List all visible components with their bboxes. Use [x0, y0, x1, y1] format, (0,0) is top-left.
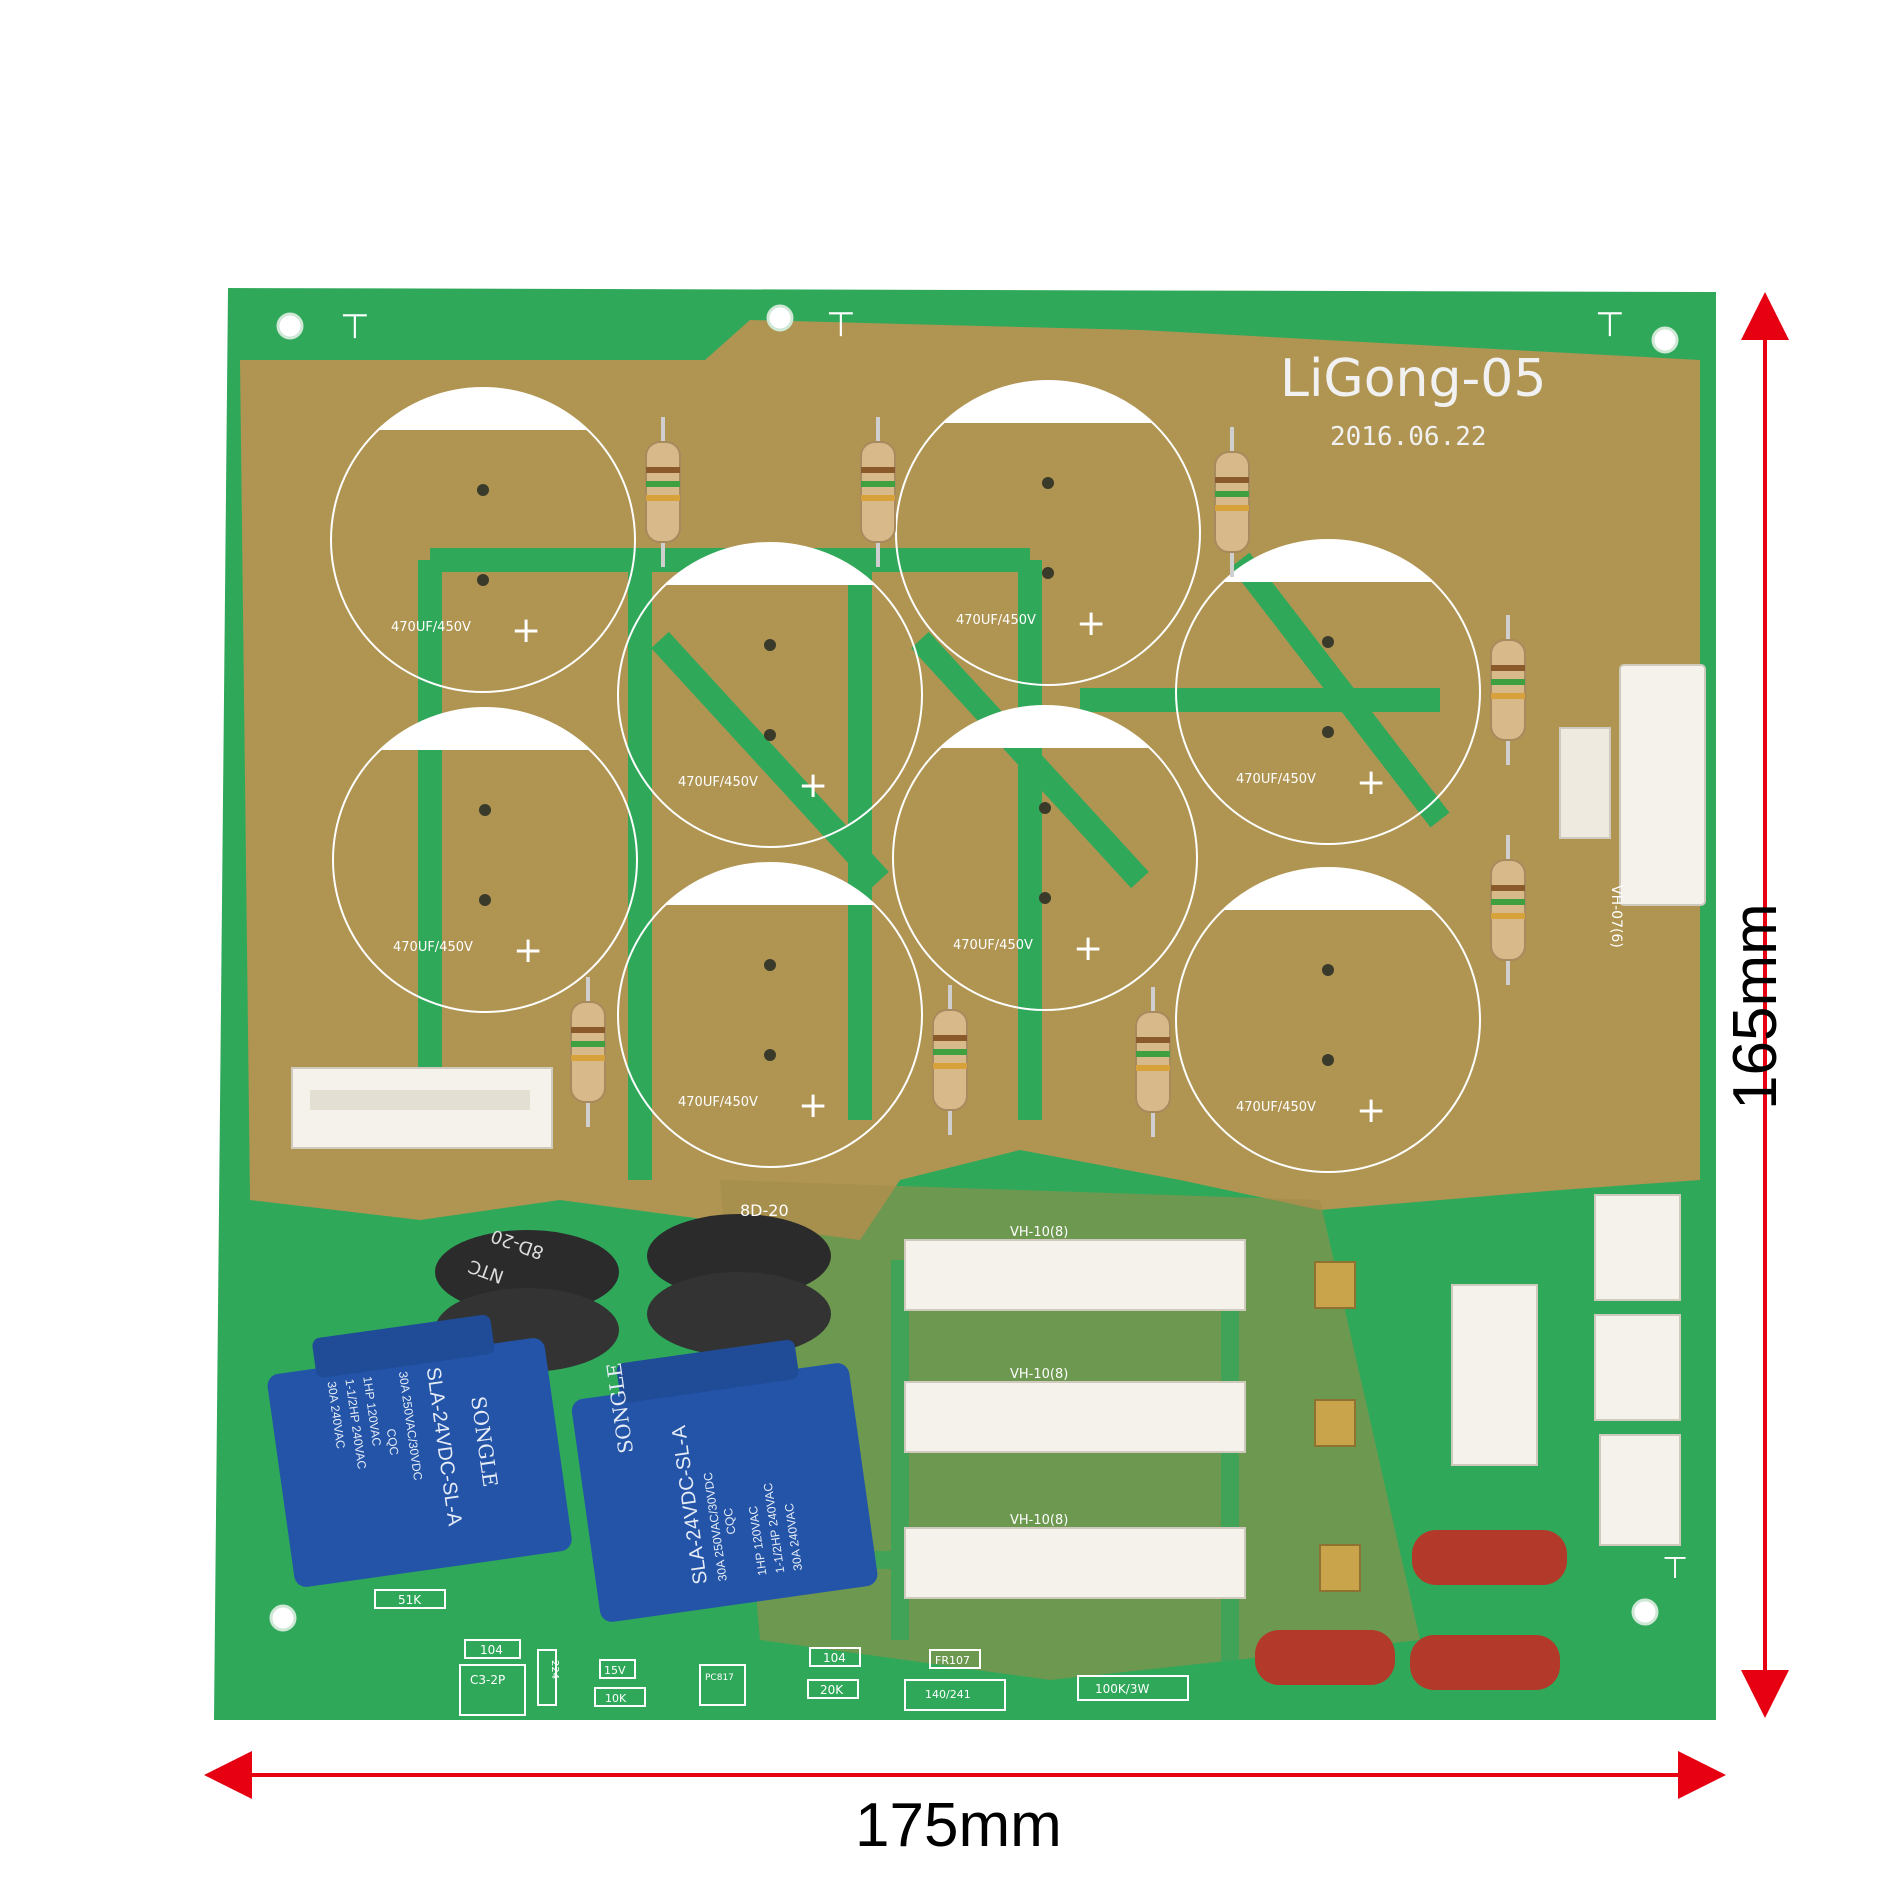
capacitor-footprint: 470UF/450V + [895, 380, 1201, 686]
vh10-label-3: VH-10(8) [1010, 1513, 1068, 1528]
resistor [645, 417, 681, 567]
svg-text:⊤: ⊤ [826, 305, 856, 345]
silk-r51k: 51K [398, 1593, 422, 1607]
capacitor-rating-label: 470UF/450V [1236, 772, 1316, 787]
capacitor-rating-label: 470UF/450V [678, 775, 758, 790]
capacitor-polarity-mark: + [1356, 762, 1386, 803]
relay-left: SONGLE SLA-24VDC-SL-A 30A 250VAC/30VDC 1… [267, 1314, 572, 1587]
vh10-label-2: VH-10(8) [1010, 1367, 1068, 1382]
connector-vh10-group: VH-10(8) VH-10(8) VH-10(8) [904, 1225, 1246, 1599]
silk-104-mid: 104 [823, 1651, 846, 1665]
capacitor-polarity-mark: + [513, 930, 543, 971]
capacitor-footprint: 470UF/450V + [1175, 867, 1481, 1173]
silk-c3-2p: C3-2P [470, 1673, 505, 1687]
connector-vh07-label: VH-07(6) [1608, 885, 1624, 948]
capacitor-footprint: 470UF/450V + [617, 862, 923, 1168]
connector-small-right [1451, 1194, 1681, 1546]
capacitor-rating-label: 470UF/450V [391, 620, 471, 635]
capacitor-footprints: 470UF/450V +470UF/450V +470UF/450V +470UF/4… [330, 380, 1481, 1173]
svg-text:⊤: ⊤ [340, 307, 370, 347]
svg-text:⊤: ⊤ [1662, 1551, 1688, 1586]
film-capacitors [1255, 1530, 1567, 1690]
resistor [1490, 835, 1526, 985]
capacitor-footprint: 470UF/450V + [332, 707, 638, 1013]
silk-15v: 15V [604, 1664, 626, 1677]
silk-20k: 20K [820, 1683, 844, 1697]
vh10-label-1: VH-10(8) [1010, 1225, 1068, 1240]
capacitor-polarity-mark: + [1073, 928, 1103, 969]
capacitor-polarity-mark: + [1076, 603, 1106, 644]
silk-140-241: 140/241 [925, 1688, 971, 1701]
silk-fr107: FR107 [935, 1654, 970, 1667]
capacitor-rating-label: 470UF/450V [393, 940, 473, 955]
spade-terminals [1314, 1261, 1361, 1592]
capacitor-footprint: 470UF/450V + [892, 705, 1198, 1011]
connector-left [291, 1067, 553, 1149]
relay-left-cert: CQC [384, 1428, 402, 1457]
ntc-silkscreen: 8D-20 [740, 1201, 789, 1220]
silkscreen-small-parts: 51K 104 C3-2P 224 15V 10K PC817 104 20K … [374, 1589, 1189, 1716]
capacitor-polarity-mark: + [1356, 1090, 1386, 1131]
resistor [1490, 615, 1526, 765]
relay-right-cert: CQC [721, 1507, 739, 1536]
relay-right: SONGLE SLA-24VDC-SL-A 30A 250VAC/30VDC 1… [571, 1339, 878, 1622]
silk-100k-3w: 100K/3W [1095, 1682, 1149, 1696]
board-model-label: LiGong-05 [1280, 349, 1546, 409]
capacitor-polarity-mark: + [511, 610, 541, 651]
capacitor-rating-label: 470UF/450V [956, 613, 1036, 628]
capacitor-polarity-mark: + [798, 765, 828, 806]
silk-10k: 10K [605, 1692, 627, 1705]
svg-text:⊤: ⊤ [1595, 305, 1625, 345]
resistor [1135, 987, 1171, 1137]
silk-104-left: 104 [480, 1643, 503, 1657]
resistor-group [570, 417, 1526, 1137]
capacitor-rating-label: 470UF/450V [1236, 1100, 1316, 1115]
resistor [1214, 427, 1250, 577]
capacitor-footprint: 470UF/450V + [330, 387, 636, 693]
board-date-label: 2016.06.22 [1330, 422, 1487, 452]
capacitor-footprint: 470UF/450V + [1175, 539, 1481, 845]
silk-pc817: PC817 [705, 1673, 734, 1683]
capacitor-polarity-mark: + [798, 1085, 828, 1126]
silk-224: 224 [549, 1660, 560, 1679]
resistor [570, 977, 606, 1127]
ntc-thermistors: NTC 8D-20 8D-20 [435, 1201, 831, 1372]
resistor [860, 417, 896, 567]
capacitor-footprint: 470UF/450V + [617, 542, 923, 848]
resistor [932, 985, 968, 1135]
capacitor-rating-label: 470UF/450V [953, 938, 1033, 953]
connector-vh07: VH-07(6) [1559, 664, 1706, 948]
dimension-height-label: 165mm [1721, 903, 1790, 1110]
capacitor-rating-label: 470UF/450V [678, 1095, 758, 1110]
dimension-width-label: 175mm [855, 1791, 1062, 1860]
